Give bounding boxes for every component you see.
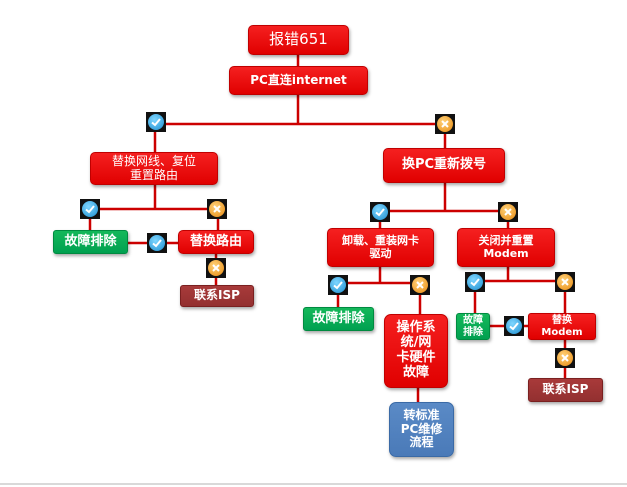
check-icon [465,272,485,292]
contact-isp-box-1: 联系ISP [180,285,254,307]
check-icon [370,202,390,222]
contact-isp-box-2: 联系ISP [528,378,603,402]
check-icon [147,233,167,253]
resolved-box-2: 故障排除 [303,307,374,331]
replace-modem-box: 替换 Modem [528,313,596,340]
cross-icon [555,272,575,292]
os-nic-hardware-fault-box: 操作系 统/网 卡硬件 故障 [384,314,448,388]
replace-cable-reset-router-box: 替换网线、复位 重置路由 [90,152,218,185]
cross-icon [435,114,455,134]
error-651-box: 报错651 [248,25,349,55]
replace-router-box: 替换路由 [178,230,254,254]
shutdown-reset-modem-box: 关闭并重置 Modem [457,228,555,267]
pc-direct-internet-box: PC直连internet [229,66,368,95]
cross-icon [498,202,518,222]
resolved-box-3: 故障 排除 [456,313,490,340]
resolved-box-1: 故障排除 [53,230,128,254]
cross-icon [555,348,575,368]
cross-icon [207,199,227,219]
check-icon [80,199,100,219]
check-icon [328,275,348,295]
pc-repair-process-box: 转标准 PC维修 流程 [389,402,454,457]
bottom-divider [0,483,627,485]
check-icon [146,112,166,132]
reinstall-nic-driver-box: 卸载、重装网卡 驱动 [327,228,434,267]
cross-icon [410,275,430,295]
redial-pc-box: 换PC重新拨号 [383,148,505,183]
check-icon [504,316,524,336]
cross-icon [206,258,226,278]
